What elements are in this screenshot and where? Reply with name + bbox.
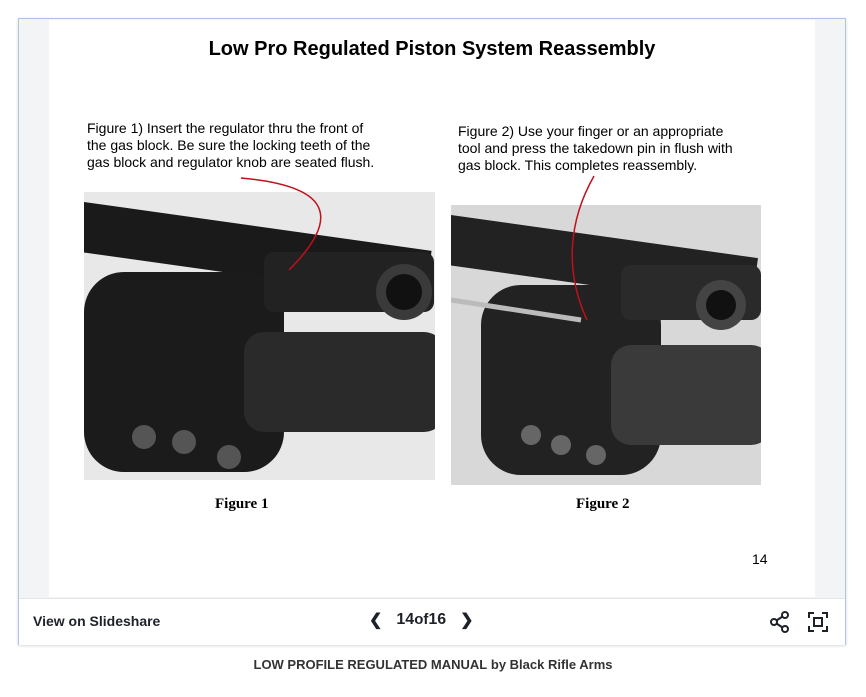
caption-line: tool and press the takedown pin in flush… [458,140,733,156]
caption-line: gas block. This completes reassembly. [458,157,698,173]
slide-title: Low Pro Regulated Piston System Reassemb… [208,38,656,60]
presentation-title-link[interactable]: LOW PROFILE REGULATED MANUAL [253,657,488,672]
of-label: of [414,611,429,628]
view-on-slideshare-link[interactable]: View on Slideshare [33,613,161,629]
caption-line: Figure 1) Insert the regulator thru the … [87,120,364,136]
fullscreen-icon[interactable] [807,611,829,633]
share-icon[interactable] [769,611,791,633]
figure2-label: Figure 2 [576,496,630,512]
slide-page-number: 14 [752,551,768,567]
figure2-caption: Figure 2) Use your finger or an appropri… [458,123,733,174]
caption-line: gas block and regulator knob are seated … [87,154,375,170]
toolbar: View on Slideshare ❮ 14of16 ❯ [19,598,845,645]
figure1-label: Figure 1 [215,496,269,512]
figure1-photo [84,192,435,480]
figure1-caption: Figure 1) Insert the regulator thru the … [87,120,374,171]
slide: Low Pro Regulated Piston System Reassemb… [49,20,815,597]
page-indicator: 14of16 [396,611,446,629]
caption-line: the gas block. Be sure the locking teeth… [87,137,371,153]
current-page: 14 [396,611,415,628]
caption-line: Figure 2) Use your finger or an appropri… [458,123,724,139]
pager: ❮ 14of16 ❯ [369,610,474,630]
slideshare-embed: Low Pro Regulated Piston System Reassemb… [18,18,846,645]
pointer-arrows [240,175,595,321]
prev-page-button[interactable]: ❮ [369,612,383,629]
figure2-photo [451,205,761,485]
next-page-button[interactable]: ❯ [460,612,474,629]
author-link[interactable]: by Black Rifle Arms [490,657,613,672]
total-pages: 16 [428,611,447,628]
presentation-caption: LOW PROFILE REGULATED MANUAL by Black Ri… [0,657,866,672]
